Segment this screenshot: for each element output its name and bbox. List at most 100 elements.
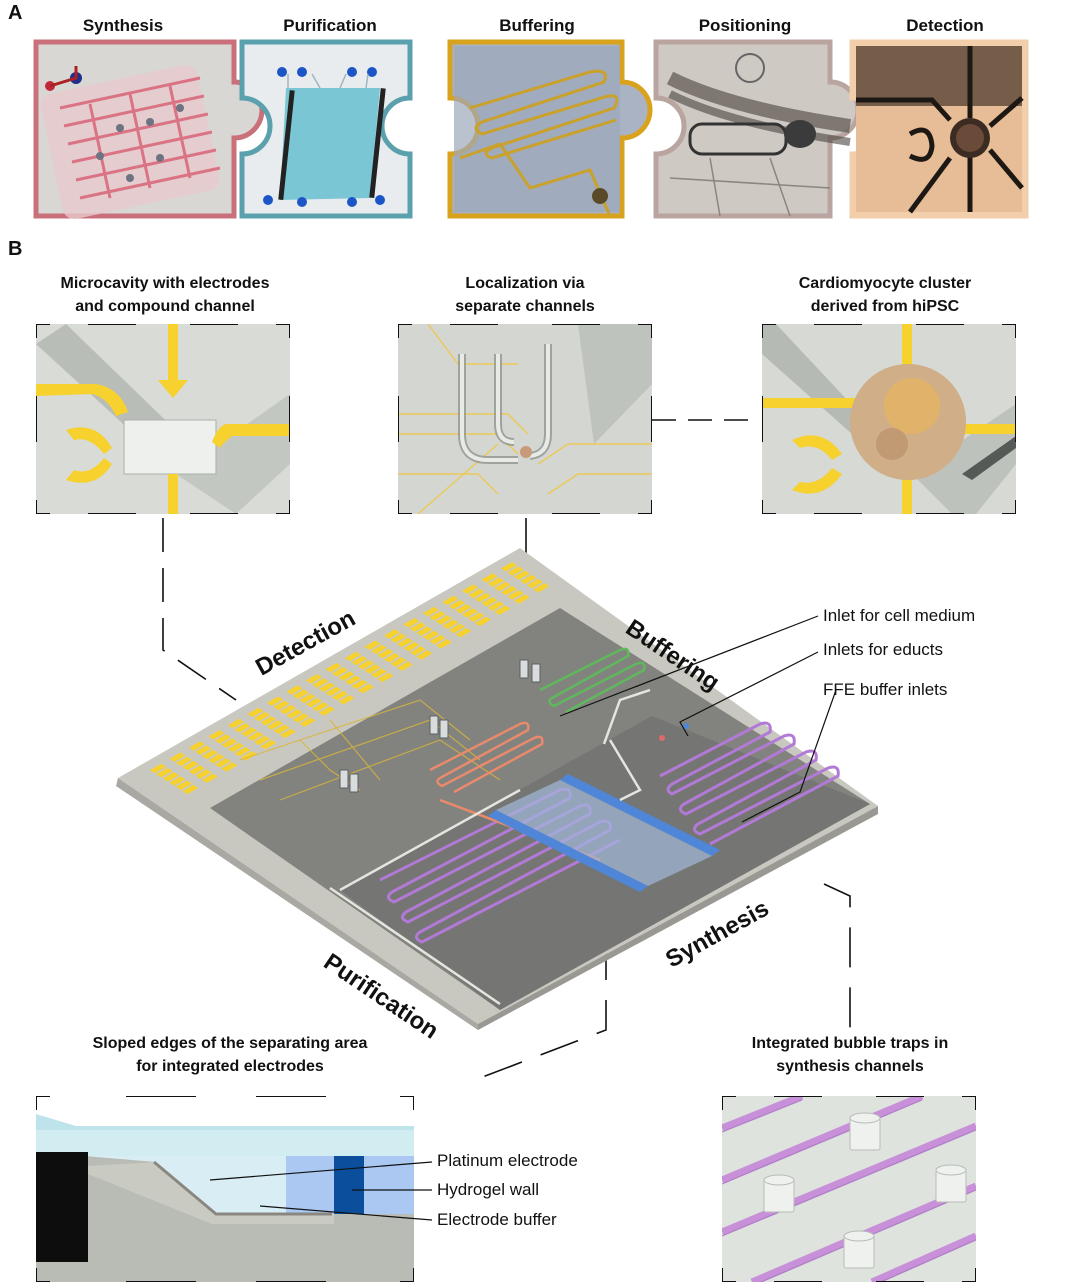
electrode-pad [358,683,374,694]
callout-educts: Inlets for educts [823,640,944,659]
electrode-pad [371,644,387,655]
callout-ffe: FFE buffer inlets [823,680,948,699]
electrode-pad [176,756,192,767]
electrode-pad [481,573,498,583]
electrode-pad [312,678,329,688]
electrode-pad [429,634,446,645]
electrode-pad [260,739,277,750]
electrode-pad [286,685,303,695]
electrode-pad [436,639,452,649]
electrode-pad [306,697,322,708]
inset-title-line: Microcavity with electrodes [60,275,270,292]
electrode-pad [410,622,426,632]
electrode-pad [377,648,394,659]
electrode-pad [280,728,296,739]
electrode-pad [527,578,543,589]
inset-title-microcavity: Microcavity with electrodes and compound… [20,272,310,318]
electrode-pad [397,661,413,671]
stage-title-positioning: Positioning [698,16,792,35]
panel-b-letter: B [8,238,23,260]
electrode-pad [462,584,478,594]
electrode-pad [189,765,205,775]
electrode-pad [410,646,426,656]
electrode-pad [332,667,348,677]
electrode-pad [293,689,309,699]
electrode-pad [468,612,485,622]
inset-title-cardiomyocyte: Cardiomyocyte cluster derived from hiPSC [740,272,1030,318]
electrode-pad [377,672,394,683]
inset-title-line: derived from hiPSC [810,298,960,315]
electrode-pad [436,615,452,625]
electrode-pad [384,629,400,639]
electrode-pad [442,595,459,606]
electrode-pad [384,653,400,663]
callout-lines [559,615,837,823]
electrode-pad-array [150,562,550,795]
electrode-pad [286,709,303,719]
electrode-pad [247,707,264,718]
cardiomyocyte-inset [762,324,1016,514]
electrode-pad [221,762,238,772]
electrode-pad [195,745,212,755]
electrode-pad [228,718,244,729]
inset-title-localization: Localization via separate channels [380,272,670,318]
electrode-pad [332,690,348,701]
electrode-pad [351,679,368,690]
electrode-pad [371,668,387,678]
electrode-pad [507,566,524,576]
electrode-pad [260,716,277,726]
electrode-pad [494,581,511,592]
electrode-pad [150,763,166,774]
stage-title-purification: Purification [283,16,377,35]
electrode-pad [533,583,550,593]
electrode-pad [247,731,264,741]
cross-section-leaders [209,1161,433,1221]
electrode-pad [273,700,290,711]
electrode-pad [481,597,498,607]
inset-title-line: and compound channel [75,298,255,315]
electrode-pad [488,601,504,611]
electrode-pad [455,627,472,638]
microcavity-inset [36,324,290,514]
stage-title-detection: Detection [906,16,984,35]
inset-title-line: Cardiomyocyte cluster [798,275,972,292]
electrode-pad [429,611,446,621]
electrode-pad [208,753,225,764]
bubble-trap-inset [722,1096,976,1282]
electrode-pad [514,570,530,580]
positioning-photo [653,39,861,219]
electrode-pad [449,623,465,634]
electrode-pad [345,651,361,662]
electrode-pad [403,641,420,652]
electrode-pad [221,738,238,748]
electrode-pad [338,695,355,705]
electrode-pad [319,706,335,716]
electrode-pad [241,727,257,737]
electrode-pad [351,655,368,666]
label-platinum-electrode: Platinum electrode [437,1151,578,1170]
electrode-pad [267,696,283,706]
inset-title-line: Sloped edges of the separating area [92,1035,368,1052]
electrode-pad [468,588,485,599]
inset-title-line: for integrated electrodes [136,1058,324,1075]
cross-section-inset [36,1096,414,1282]
electrode-pad [423,630,439,641]
detection-photo [849,39,1029,219]
buffering-photo [447,39,653,219]
electrode-pad [442,619,459,629]
panel-a-letter: A [8,2,23,24]
electrode-pad [416,626,433,636]
electrode-pad [403,618,420,628]
label-electrode-buffer: Electrode buffer [437,1210,557,1229]
inset-title-line: Localization via [465,275,585,292]
electrode-pad [449,599,465,610]
inset-title-bubble: Integrated bubble traps in synthesis cha… [700,1032,1000,1078]
electrode-pad [423,606,439,617]
electrode-pad [325,662,342,673]
electrode-pad [494,605,511,615]
electrode-pad [163,772,179,782]
electrode-pad [462,608,478,618]
electrode-pad [455,604,472,614]
electrode-pad [195,769,212,779]
electrode-pad [338,671,355,681]
